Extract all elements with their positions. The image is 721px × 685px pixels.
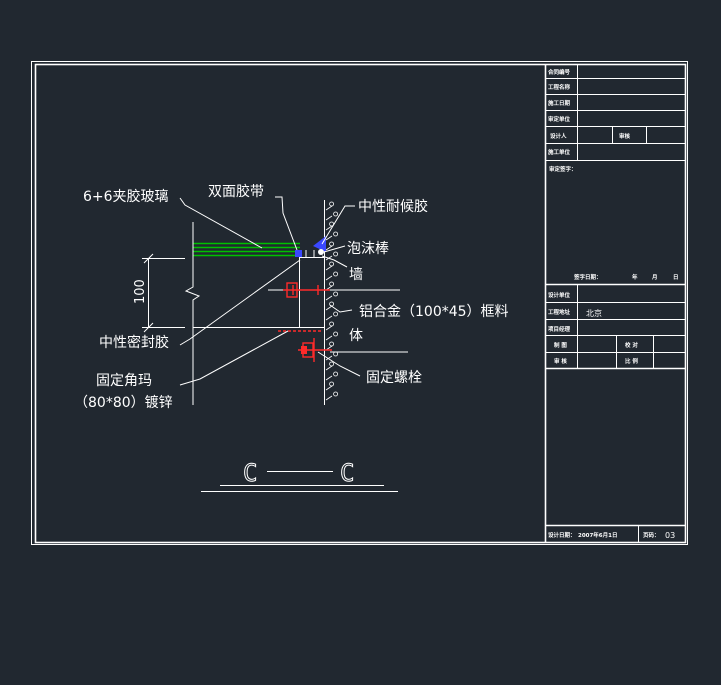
inner-frame (34, 63, 687, 544)
tb-project-name: 工程名称 (548, 83, 571, 91)
wall-hatch-dot (333, 311, 339, 317)
label-foam-rod: 泡沫棒 (347, 241, 389, 257)
tb-page-value: 03 (665, 531, 675, 540)
section-letter-left: C (243, 459, 257, 487)
tb-design-date: 施工日期 (548, 99, 571, 107)
label-frame: 铝合金（100*45）框料 (359, 304, 509, 320)
title-block (544, 64, 685, 542)
tb-review: 审 核 (554, 357, 567, 365)
wall-hatch-stroke (325, 305, 333, 311)
label-wall-2: 体 (349, 328, 363, 344)
tb-contract-no: 合同编号 (548, 68, 571, 76)
wall-hatch-stroke (325, 315, 333, 321)
tb-project-manager: 项目经理 (548, 325, 571, 333)
wall-hatch-stroke (325, 385, 333, 391)
wall-hatch-stroke (325, 375, 333, 381)
aluminium-frame (193, 250, 325, 328)
tb-date-value: 2007年6月1日 (578, 531, 617, 539)
tb-page-label: 页码： (643, 531, 660, 539)
wall-hatch-dot (333, 391, 339, 397)
tb-day: 日 (673, 274, 679, 281)
tb-design-unit: 设计单位 (548, 291, 571, 299)
section-mark (201, 471, 398, 492)
wall-hatch-dot (329, 381, 335, 387)
outer-frame (31, 61, 688, 545)
tb-approver-sign: 审定签字： (549, 165, 577, 173)
wall-hatch-dot (329, 281, 335, 287)
dimension-100 (142, 253, 185, 333)
tb-sign-date: 签字日期： (573, 273, 602, 281)
tb-location-label: 工程地址 (548, 308, 571, 316)
wall-hatch-stroke (325, 275, 333, 281)
label-glass: 6+6夹胶玻璃 (83, 188, 169, 205)
wall-hatch-dot (329, 361, 335, 367)
tb-checker: 审核 (619, 132, 631, 140)
wall-hatch-dot (329, 241, 335, 247)
label-seal: 中性密封胶 (99, 334, 169, 351)
tb-year: 年 (632, 273, 638, 281)
leader-lines (179, 196, 361, 386)
section-letter-right: C (340, 459, 354, 487)
wall-hatch-stroke (325, 265, 333, 271)
wall-hatch-dot (329, 201, 335, 207)
weather-sealant (313, 236, 326, 252)
wall-hatch-stroke (325, 335, 333, 341)
wall-section (324, 200, 339, 405)
wall-hatch-stroke (325, 235, 333, 241)
wall-hatch-dot (333, 251, 339, 257)
tb-location-value: 北京 (586, 308, 602, 318)
wall-hatch-dot (329, 261, 335, 267)
wall-hatch-dot (333, 371, 339, 377)
break-line-left (184, 222, 201, 405)
tb-construction: 施工单位 (548, 148, 571, 156)
label-weather-seal: 中性耐候胶 (358, 198, 428, 215)
wall-hatch-dot (333, 291, 339, 297)
wall-hatch-stroke (325, 365, 333, 371)
wall-hatch-stroke (325, 295, 333, 301)
label-angle-1: 固定角玛 (96, 373, 152, 389)
foam-rod (318, 249, 324, 255)
tb-draw: 制 图 (554, 341, 567, 349)
wall-hatch-stroke (325, 225, 333, 231)
tb-designer: 设计人 (550, 132, 567, 140)
wall-hatch-dot (333, 271, 339, 277)
tb-check: 校 对 (625, 341, 638, 349)
bolt-head (301, 346, 307, 354)
wall-hatch-stroke (325, 215, 333, 221)
wall-hatch-stroke (325, 325, 333, 331)
wall-hatch-dot (333, 351, 339, 357)
wall-hatch-dot (329, 321, 335, 327)
label-bolt: 固定螺栓 (366, 370, 422, 386)
wall-hatch-dot (333, 211, 339, 217)
tb-scale: 比 例 (625, 357, 638, 365)
dimension-value: 100 (133, 279, 148, 304)
wall-hatch-stroke (325, 355, 333, 361)
wall-hatch-dot (333, 231, 339, 237)
wall-hatch-dot (333, 331, 339, 337)
tb-date-label: 设计日期： (548, 531, 576, 539)
double-tape (295, 250, 302, 257)
wall-hatch-stroke (325, 245, 333, 251)
wall-hatch-stroke (325, 395, 333, 401)
tb-month: 月 (651, 273, 658, 281)
wall-hatch-stroke (325, 205, 333, 211)
glass-panel (192, 242, 300, 257)
tb-approved-by: 审定单位 (548, 115, 571, 123)
label-tape: 双面胶带 (208, 183, 264, 200)
wall-hatch-dot (329, 341, 335, 347)
label-wall-1: 墙 (349, 267, 363, 283)
label-angle-2: （80*80）镀锌 (74, 394, 173, 411)
